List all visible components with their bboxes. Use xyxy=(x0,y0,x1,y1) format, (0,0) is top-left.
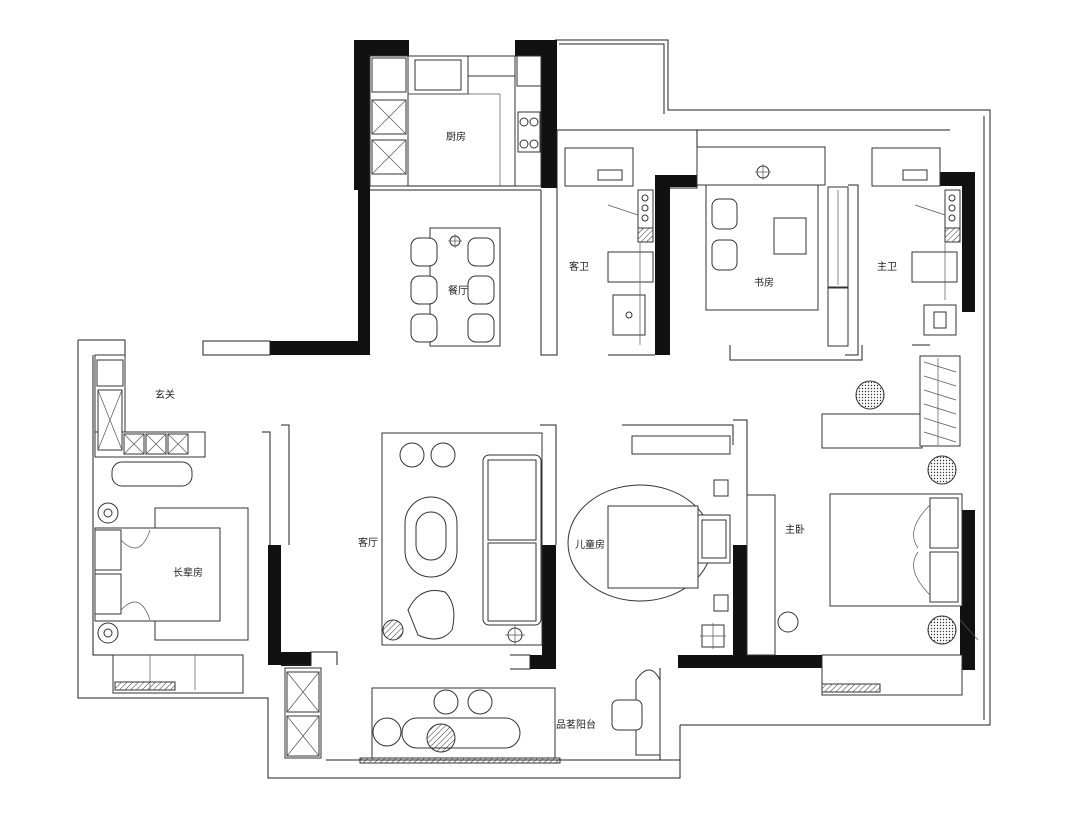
balcony-label: 品茗阳台 xyxy=(556,718,596,731)
elder-room-label: 长辈房 xyxy=(173,566,203,579)
study-furniture xyxy=(696,146,849,347)
dining-table-set xyxy=(410,227,501,347)
dining-label: 餐厅 xyxy=(448,284,468,297)
entrance-label: 玄关 xyxy=(155,388,175,401)
study-label: 书房 xyxy=(754,276,774,289)
guest-bath-label: 客卫 xyxy=(569,260,589,273)
exterior-outline xyxy=(77,39,991,779)
living-room-furniture xyxy=(381,432,543,646)
master-bath-label: 主卫 xyxy=(877,261,897,273)
master-bath-fixtures xyxy=(871,147,961,447)
balcony-furniture xyxy=(371,669,661,759)
walls xyxy=(202,40,975,670)
entrance-fixtures xyxy=(96,359,193,487)
room-labels: 厨房 餐厅 客卫 书房 主卫 玄关 长辈房 客厅 儿童房 主卧 品茗阳台 xyxy=(155,130,897,731)
guest-bath-fixtures xyxy=(564,147,654,345)
master-bedroom-label: 主卧 xyxy=(785,523,805,536)
elder-room-furniture xyxy=(94,502,322,759)
kitchen-fixtures xyxy=(369,55,542,187)
kids-room-furniture xyxy=(567,479,731,649)
living-label: 客厅 xyxy=(358,536,378,549)
master-bedroom-furniture xyxy=(777,380,979,696)
kitchen-label: 厨房 xyxy=(446,130,466,143)
kids-room-label: 儿童房 xyxy=(575,538,605,551)
